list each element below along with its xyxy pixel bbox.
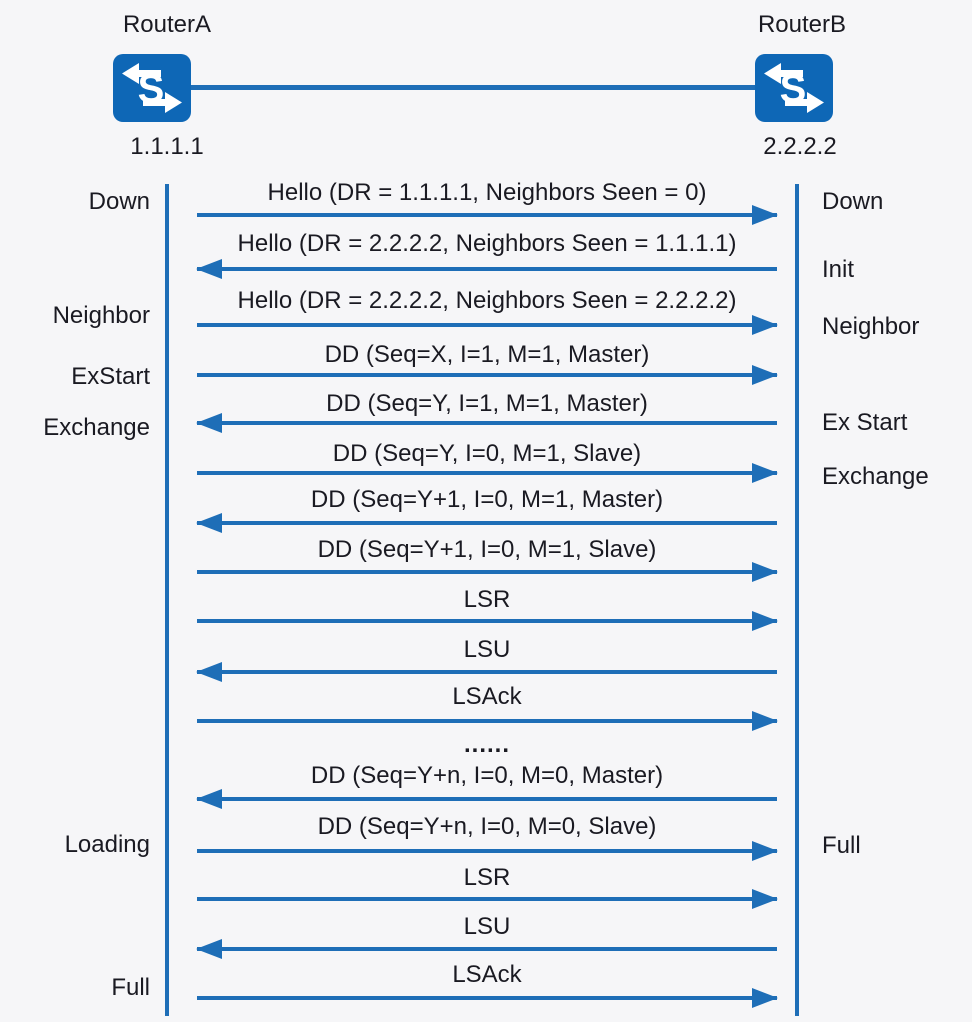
arrow-right-icon [197, 463, 778, 483]
state-label-left-neighbor: Neighbor [52, 302, 150, 329]
arrow-right-icon [197, 315, 778, 335]
switch-icon: S [755, 54, 833, 122]
state-label-right-exchange: Exchange [822, 463, 929, 490]
state-label-left-full: Full [111, 974, 150, 1001]
svg-text:S: S [780, 67, 807, 111]
state-label-left-loading: Loading [64, 831, 150, 858]
arrow-left-icon [196, 939, 777, 959]
message-label: LSAck [452, 683, 522, 710]
message-label: DD (Seq=Y+n, I=0, M=0, Slave) [317, 813, 657, 840]
message-label: LSU [463, 913, 511, 940]
arrow-left-icon [196, 413, 777, 433]
arrow-right-icon [197, 365, 778, 385]
message-label: LSR [463, 586, 511, 613]
ellipsis-label: ...... [463, 731, 510, 758]
state-label-left-exstart: ExStart [71, 363, 150, 390]
arrow-right-icon [197, 205, 778, 225]
router-a-name: RouterA [122, 11, 212, 38]
state-label-left-down: Down [88, 188, 150, 215]
arrow-left-icon [196, 513, 777, 533]
message-label: DD (Seq=X, I=1, M=1, Master) [324, 341, 650, 368]
message-sequence: Hello (DR = 1.1.1.1, Neighbors Seen = 0)… [196, 0, 778, 1022]
state-label-right-neighbor: Neighbor [822, 313, 920, 340]
router-a-ip: 1.1.1.1 [130, 133, 204, 160]
message-label: DD (Seq=Y, I=1, M=1, Master) [326, 390, 648, 417]
arrow-right-icon [197, 611, 778, 631]
message-label: DD (Seq=Y+1, I=0, M=1, Master) [310, 486, 664, 513]
switch-icon: S [113, 54, 191, 122]
message-label: DD (Seq=Y+n, I=0, M=0, Master) [310, 762, 664, 789]
arrow-left-icon [196, 259, 777, 279]
message-label: Hello (DR = 2.2.2.2, Neighbors Seen = 1.… [237, 230, 737, 257]
state-label-right-down: Down [822, 188, 884, 215]
router-link-line [191, 85, 755, 90]
svg-text:S: S [138, 67, 165, 111]
arrow-right-icon [197, 889, 778, 909]
router-b-name: RouterB [757, 11, 847, 38]
arrow-left-icon [196, 662, 777, 682]
message-label: Hello (DR = 1.1.1.1, Neighbors Seen = 0) [267, 179, 707, 206]
arrow-right-icon [197, 988, 778, 1008]
message-label: LSAck [452, 961, 522, 988]
lifeline-router-a [165, 184, 169, 1016]
message-label: LSR [463, 864, 511, 891]
state-label-right-full: Full [822, 832, 861, 859]
arrow-right-icon [197, 562, 778, 582]
message-label: LSU [463, 636, 511, 663]
message-label: DD (Seq=Y, I=0, M=1, Slave) [332, 440, 642, 467]
message-label: Hello (DR = 2.2.2.2, Neighbors Seen = 2.… [237, 287, 737, 314]
arrow-left-icon [196, 789, 777, 809]
arrow-right-icon [197, 711, 778, 731]
router-b-ip: 2.2.2.2 [763, 133, 837, 160]
state-label-left-exchange: Exchange [43, 414, 150, 441]
arrow-right-icon [197, 841, 778, 861]
lifeline-router-b [795, 184, 799, 1016]
message-label: DD (Seq=Y+1, I=0, M=1, Slave) [317, 536, 657, 563]
state-label-right-exstart: Ex Start [822, 409, 908, 436]
state-label-right-init: Init [822, 256, 855, 283]
